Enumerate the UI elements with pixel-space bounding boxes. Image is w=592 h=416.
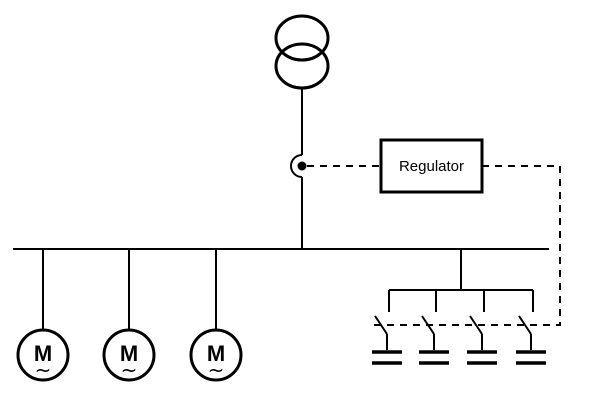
regulator-block: Regulator <box>379 138 484 194</box>
capacitor-stage-3 <box>467 290 497 365</box>
motor-3: M ~ <box>189 328 243 382</box>
capacitor-stage-2 <box>419 290 449 365</box>
motor-3-letter: M <box>207 341 225 366</box>
motor-1-circle <box>16 328 70 382</box>
capacitor-stage-4 <box>516 290 546 365</box>
transformer-symbol <box>274 14 330 90</box>
capacitor-stage-4-switch <box>518 315 532 335</box>
motor-2-letter: M <box>120 341 138 366</box>
motor-3-ac-symbol: ~ <box>208 358 225 382</box>
current-transformer-dot <box>297 161 307 171</box>
motor-feeders <box>42 249 217 330</box>
capacitor-stage-3-switch <box>469 315 483 335</box>
control-signal-line <box>370 165 561 326</box>
transformer-primary-winding <box>274 14 330 62</box>
motor-2-ac-symbol: ~ <box>121 358 138 382</box>
capacitor-bank <box>372 249 546 365</box>
motor-2: M ~ <box>102 328 156 382</box>
motor-1: M ~ <box>16 328 70 382</box>
transformer-secondary-winding <box>274 42 330 90</box>
regulator-label: Regulator <box>399 158 464 175</box>
capacitor-stage-1 <box>372 290 402 365</box>
regulator-box <box>379 138 484 194</box>
current-transformer-symbol <box>290 154 307 178</box>
capacitor-stage-2-switch <box>421 315 435 335</box>
motor-1-ac-symbol: ~ <box>35 358 52 382</box>
motor-1-letter: M <box>34 341 52 366</box>
current-transformer-arc <box>290 154 303 178</box>
motor-2-circle <box>102 328 156 382</box>
motor-3-circle <box>189 328 243 382</box>
capacitor-stage-1-switch <box>374 315 388 335</box>
